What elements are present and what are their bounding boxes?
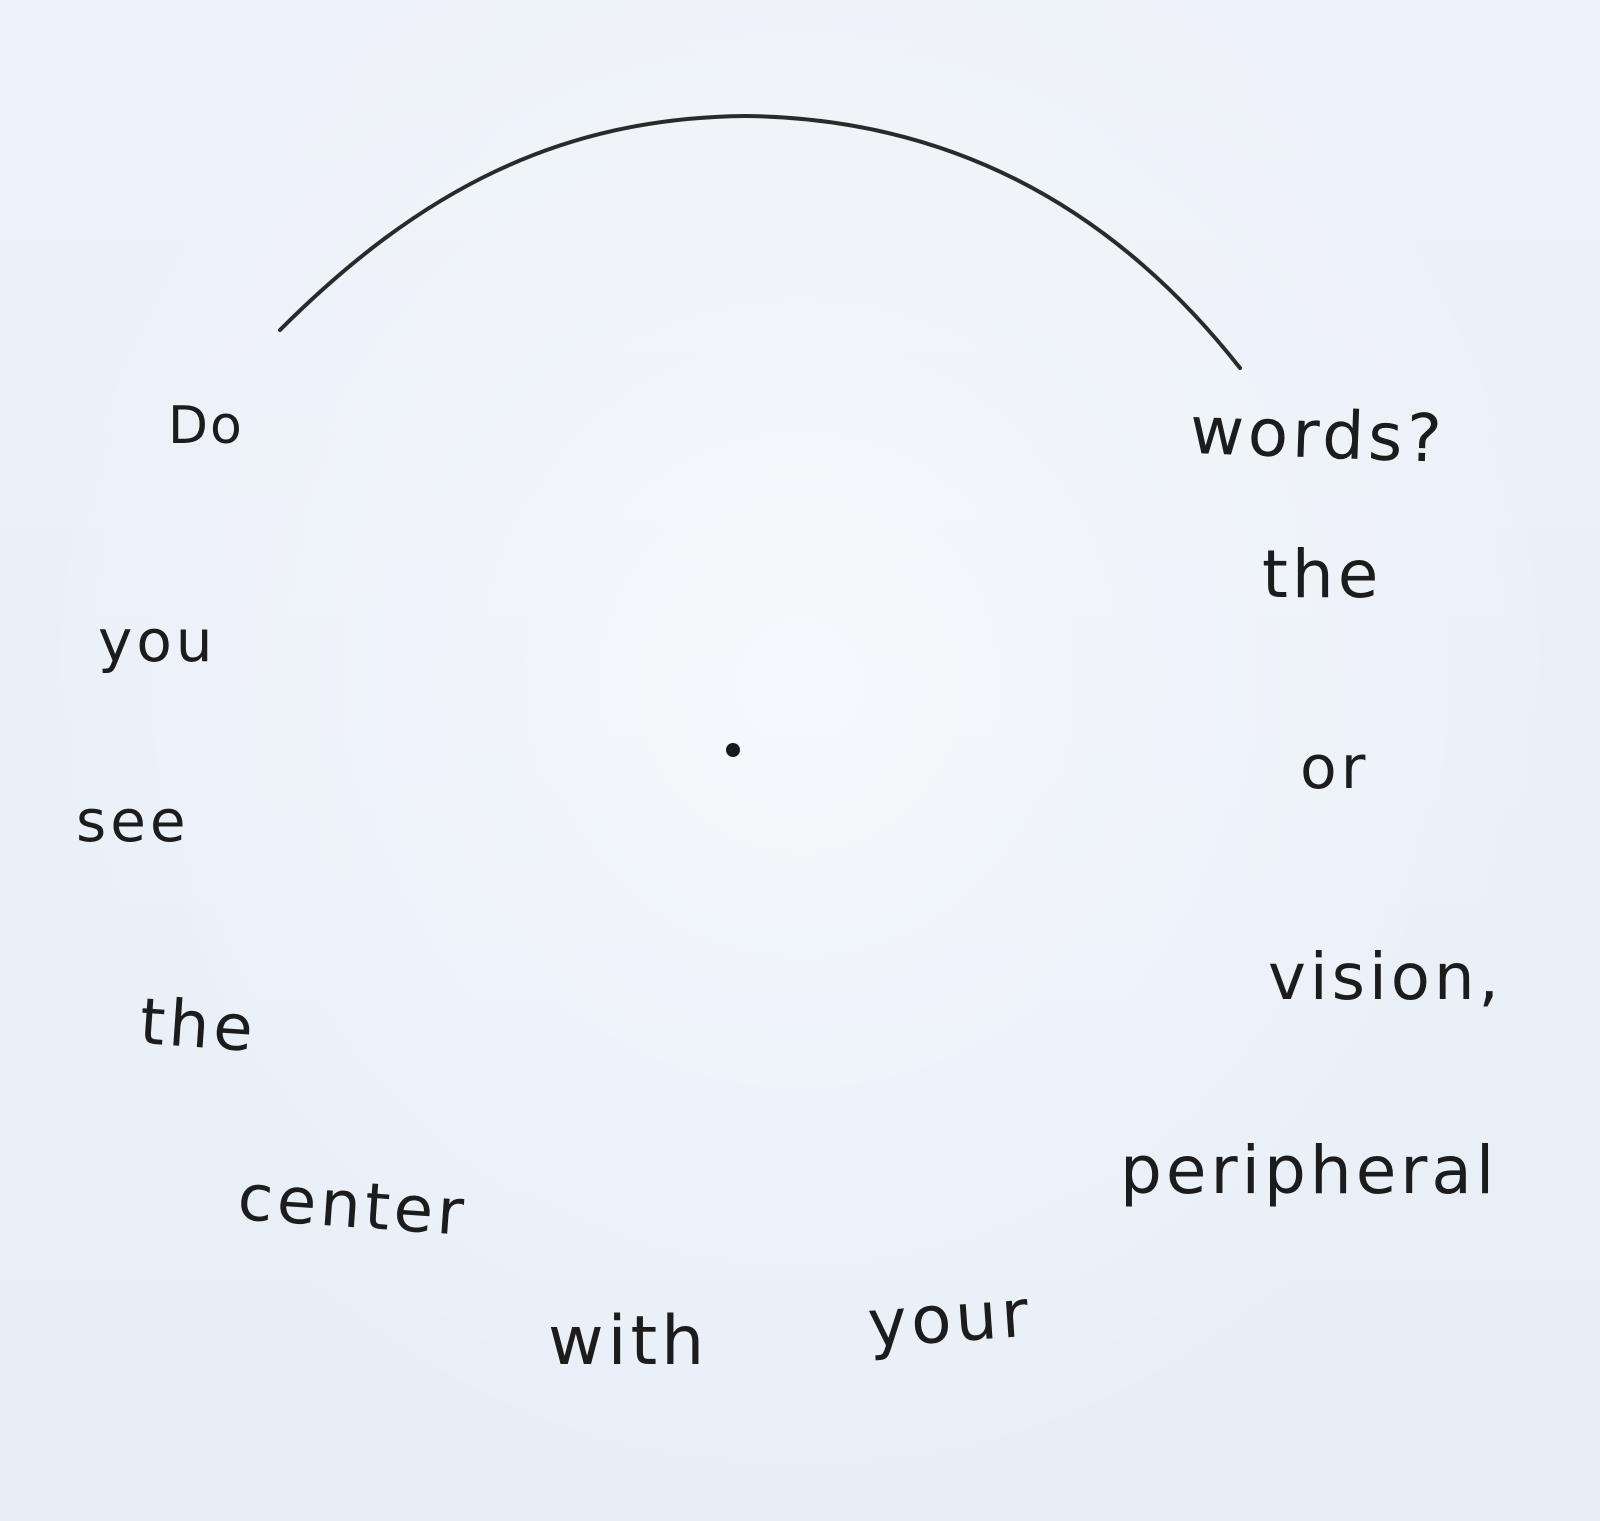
word-words: words? (1188, 392, 1447, 478)
word-your: your (865, 1274, 1035, 1363)
word-or: or (1300, 733, 1370, 803)
word-see: see (76, 787, 190, 855)
word-do: Do (168, 396, 244, 456)
word-peripheral: peripheral (1120, 1132, 1499, 1209)
word-the-left: the (137, 985, 260, 1068)
center-dot (726, 743, 740, 757)
word-the-right: the (1262, 536, 1383, 613)
word-with: with (548, 1302, 709, 1381)
word-center: center (235, 1161, 470, 1251)
word-vision: vision, (1268, 941, 1503, 1015)
arc-line (278, 113, 1242, 370)
word-you: you (98, 607, 217, 675)
